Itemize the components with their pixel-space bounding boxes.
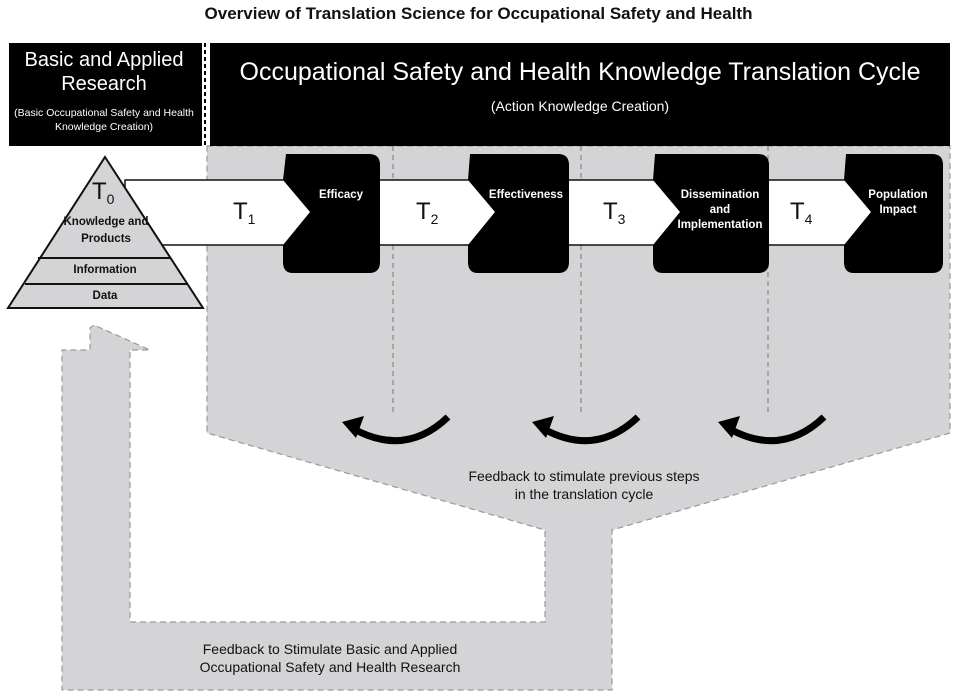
- feedback-arrow-2: [532, 414, 641, 445]
- right-header-box: [210, 43, 950, 146]
- feedback-arrow-3: [718, 414, 827, 445]
- right-header-title: Occupational Safety and Health Knowledge…: [239, 58, 921, 86]
- t0-label: T0: [92, 178, 115, 207]
- stage-box-population-impact: [844, 154, 943, 273]
- pyramid-information-label: Information: [73, 264, 137, 276]
- t1-label: T1: [233, 198, 256, 227]
- right-header-subtitle: (Action Knowledge Creation): [490, 98, 670, 114]
- stage-label-population-impact: Population Impact: [868, 189, 928, 216]
- stage-label-dissemination: Dissemination and Implementation: [677, 189, 763, 231]
- t3-label: T3: [603, 198, 626, 227]
- stage-box-effectiveness: [468, 154, 569, 273]
- stage-label-effectiveness: Effectiveness: [488, 189, 564, 201]
- t2-label: T2: [416, 198, 439, 227]
- stage-box-efficacy: [283, 154, 380, 273]
- stage-label-efficacy: Efficacy: [318, 189, 364, 201]
- feedback-panel: [61, 145, 951, 691]
- feedback-research-text: Feedback to Stimulate Basic and Applied …: [199, 641, 461, 675]
- left-header-title: Basic and Applied Research: [24, 49, 184, 95]
- feedback-arrow-1: [342, 414, 451, 445]
- stage-box-dissemination: [653, 154, 769, 273]
- left-header-subtitle: (Basic Occupational Safety and Health Kn…: [14, 107, 194, 133]
- diagram-title: Overview of Translation Science for Occu…: [204, 4, 753, 23]
- pyramid-data-label: Data: [92, 290, 118, 302]
- knowledge-pyramid: [6, 155, 205, 309]
- feedback-cycle-text: Feedback to stimulate previous steps in …: [468, 468, 700, 502]
- t4-label: T4: [790, 198, 813, 227]
- pyramid-knowledge-label: Knowledge and Products: [63, 216, 149, 245]
- left-header-box: [9, 43, 202, 146]
